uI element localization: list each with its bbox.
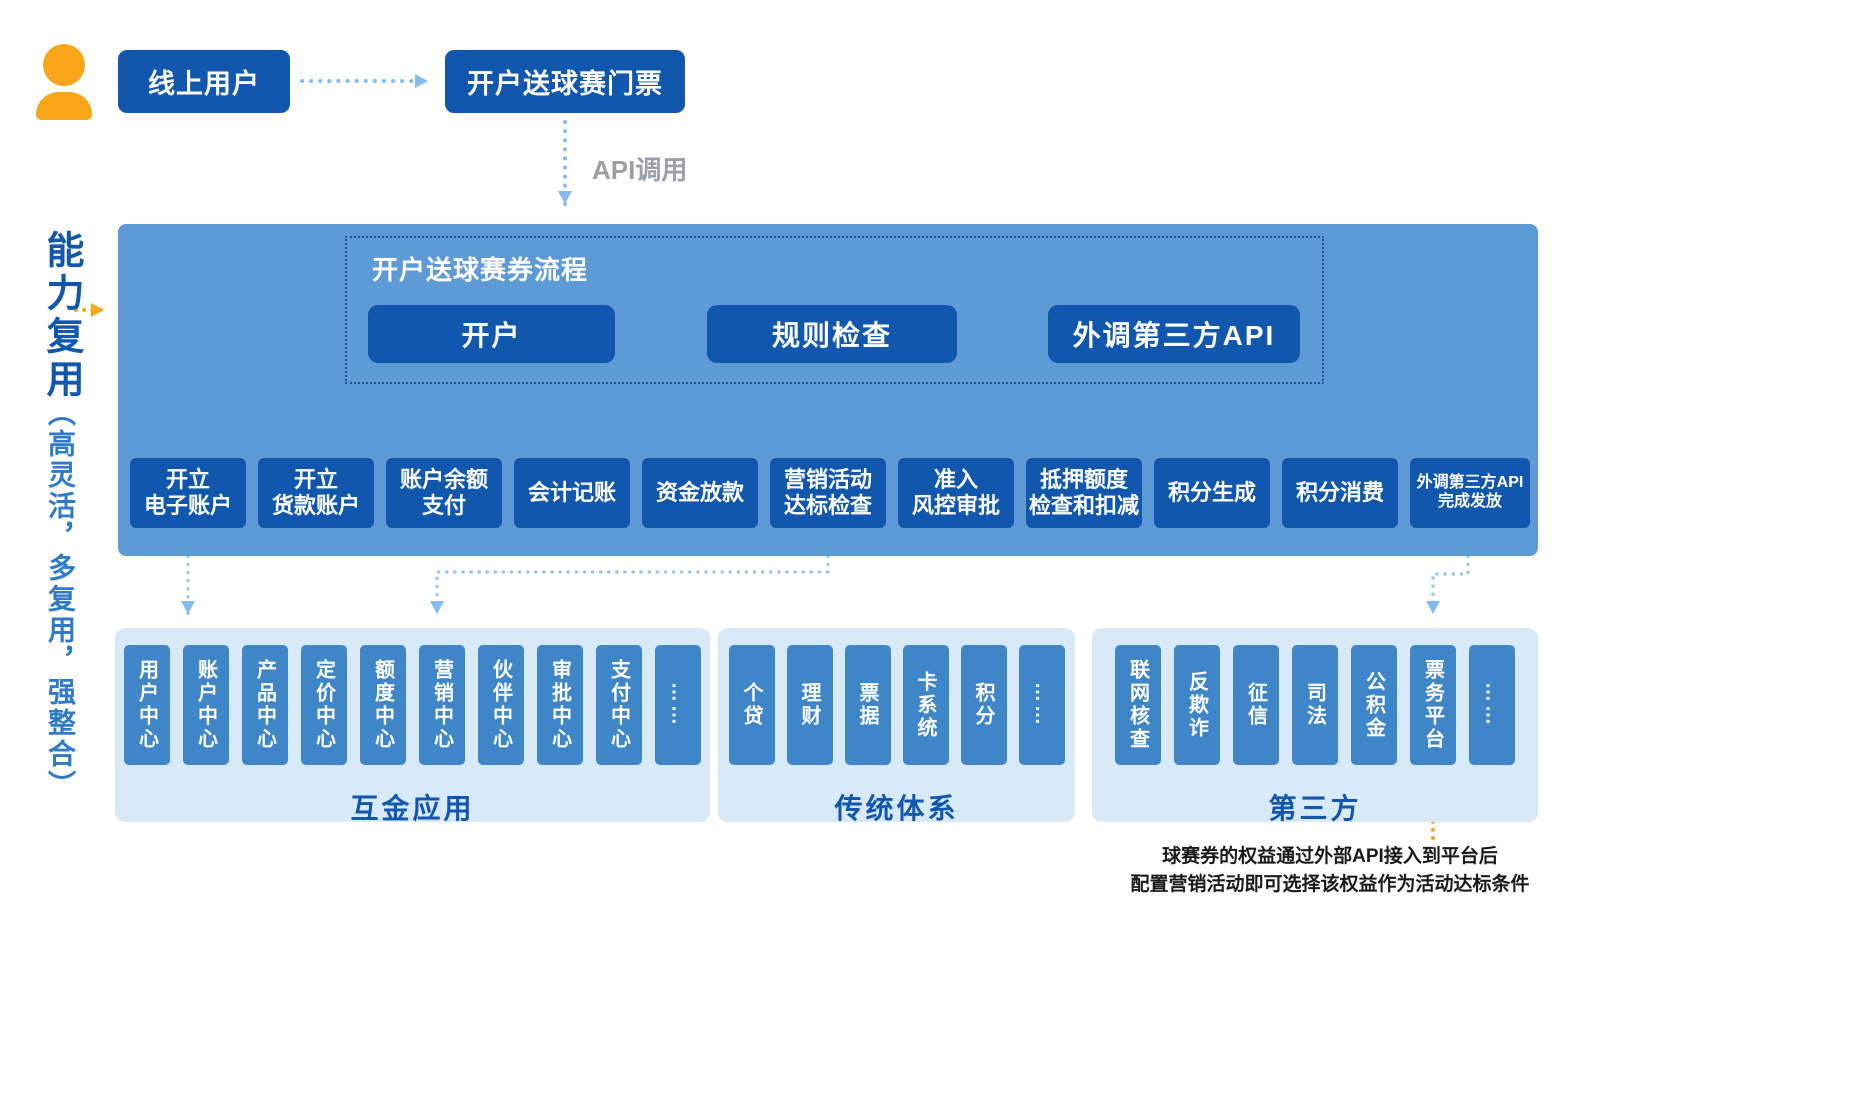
item-label: 支付中心 [607, 659, 630, 751]
item-label: …… [667, 682, 690, 728]
list-item: 产品中心 [242, 645, 288, 765]
list-item: 账户中心 [183, 645, 229, 765]
user-icon [36, 44, 92, 120]
list-item: 理财 [786, 645, 833, 765]
api-call-label: API调用 [592, 155, 688, 185]
item-label: 公积金 [1362, 670, 1385, 740]
list-item: 额度中心 [360, 645, 406, 765]
capability-reuse-subtitle: （高灵活，多复用，强整合） [45, 398, 76, 801]
annotation-line-1: 球赛券的权益通过外部API接入到平台后 [1162, 846, 1498, 867]
process-title: 开户送球赛券流程 [372, 255, 589, 285]
list-item: 联网核查 [1115, 645, 1161, 765]
section-items-row: 联网核查 反欺诈 征信 司法 公积金 票务平台 …… [1115, 645, 1515, 765]
capability-marketing-check: 营销活动 达标检查 [770, 458, 886, 528]
step-open-account: 开户 [368, 305, 615, 363]
process-frame [345, 236, 1324, 384]
item-label: 司法 [1303, 682, 1326, 728]
capability-balance-payment: 账户余额 支付 [386, 458, 502, 528]
capability-open-e-account: 开立 电子账户 [130, 458, 246, 528]
user-icon-head [43, 44, 85, 86]
item-label: 审批中心 [548, 659, 571, 751]
step-call-third-party-api: 外调第三方API [1048, 305, 1300, 363]
annotation-note: 球赛券的权益通过外部API接入到平台后 配置营销活动即可选择该权益作为活动达标条… [1100, 843, 1560, 899]
list-item: 个贷 [728, 645, 775, 765]
capability-open-loan-account: 开立 货款账户 [258, 458, 374, 528]
list-item-ellipsis: …… [1469, 645, 1515, 765]
section-internet-finance: 用户中心 账户中心 产品中心 定价中心 额度中心 营销中心 伙伴中心 审批中心 … [115, 628, 710, 824]
item-label: 账户中心 [194, 659, 217, 751]
capability-reuse-title: 能力复用 [40, 230, 82, 402]
list-item: 营销中心 [419, 645, 465, 765]
list-item: 司法 [1292, 645, 1338, 765]
item-label: 伙伴中心 [489, 659, 512, 751]
item-label: 票务平台 [1421, 659, 1444, 751]
section-traditional-system: 个贷 理财 票据 卡系统 积分 …… 传统体系 [718, 628, 1075, 824]
list-item: 用户中心 [124, 645, 170, 765]
list-item: 积分 [960, 645, 1007, 765]
capability-risk-approval: 准入 风控审批 [898, 458, 1014, 528]
annotation-line-2: 配置营销活动即可选择该权益作为活动达标条件 [1130, 874, 1530, 895]
list-item: 定价中心 [301, 645, 347, 765]
user-icon-torso [36, 92, 92, 120]
section-items-row: 个贷 理财 票据 卡系统 积分 …… [728, 645, 1065, 765]
list-item-ellipsis: …… [1018, 645, 1065, 765]
section-label: 传统体系 [834, 793, 959, 824]
item-label: 征信 [1244, 682, 1267, 728]
list-item: 票据 [844, 645, 891, 765]
section-items-row: 用户中心 账户中心 产品中心 定价中心 额度中心 营销中心 伙伴中心 审批中心 … [124, 645, 701, 765]
list-item: 反欺诈 [1174, 645, 1220, 765]
item-label: 定价中心 [312, 659, 335, 751]
item-label: 营销中心 [430, 659, 453, 751]
capability-collateral-check: 抵押额度 检查和扣减 [1026, 458, 1142, 528]
item-label: 个贷 [740, 682, 762, 728]
list-item: 伙伴中心 [478, 645, 524, 765]
capability-accounting: 会计记账 [514, 458, 630, 528]
item-label: 联网核查 [1126, 659, 1149, 751]
list-item: 卡系统 [902, 645, 949, 765]
section-label: 第三方 [1268, 793, 1362, 824]
item-label: 产品中心 [253, 659, 276, 751]
list-item: 审批中心 [537, 645, 583, 765]
section-label: 互金应用 [350, 793, 475, 824]
item-label: …… [1031, 682, 1053, 728]
section-third-party: 联网核查 反欺诈 征信 司法 公积金 票务平台 …… 第三方 [1092, 628, 1538, 824]
item-label: 理财 [798, 682, 820, 728]
item-label: 用户中心 [135, 659, 158, 751]
capability-points-consume: 积分消费 [1282, 458, 1398, 528]
list-item: 支付中心 [596, 645, 642, 765]
item-label: …… [1481, 682, 1504, 728]
item-label: 积分 [972, 682, 994, 728]
step-rule-check: 规则检查 [707, 305, 957, 363]
item-label: 反欺诈 [1185, 670, 1208, 740]
list-item-ticket-platform: 票务平台 [1410, 645, 1456, 765]
capability-api-issue: 外调第三方API 完成发放 [1410, 458, 1530, 528]
list-item: 征信 [1233, 645, 1279, 765]
list-item-ellipsis: …… [655, 645, 701, 765]
node-account-opening-ticket: 开户送球赛门票 [445, 50, 685, 113]
capability-fund-release: 资金放款 [642, 458, 758, 528]
item-label: 卡系统 [914, 670, 936, 740]
list-item: 公积金 [1351, 645, 1397, 765]
item-label: 票据 [856, 682, 878, 728]
item-label: 额度中心 [371, 659, 394, 751]
capability-points-generate: 积分生成 [1154, 458, 1270, 528]
node-online-user: 线上用户 [118, 50, 290, 113]
